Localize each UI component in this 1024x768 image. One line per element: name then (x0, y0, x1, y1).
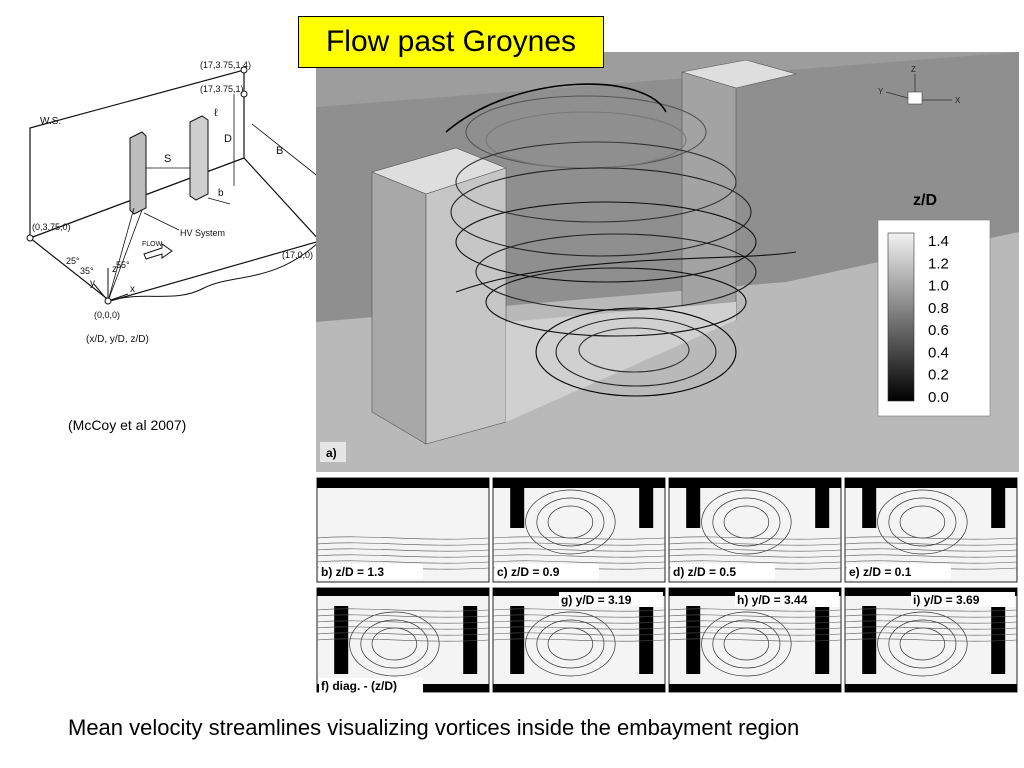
citation: (McCoy et al 2007) (68, 417, 187, 433)
slice-panel-label: e) z/D = 0.1 (849, 565, 912, 579)
slice-panel-h: h) y/D = 3.44 (668, 587, 842, 693)
streamlines (445, 83, 797, 397)
groyne-1-side (371, 171, 427, 445)
slice-panel-label: i) y/D = 3.69 (913, 593, 980, 607)
legend-tick-label: 1.4 (928, 233, 949, 250)
dim-D: D (224, 133, 232, 145)
legend-tick-label: 0.6 (928, 322, 949, 339)
dim-B: B (276, 145, 283, 157)
slice-panel-f: f) diag. - (z/D) (316, 587, 490, 693)
axis-triad: Z X Y (878, 65, 961, 105)
slice-panel-label: d) z/D = 0.5 (673, 565, 736, 579)
main-streamline-panel: Z X Y z/D 1.4 1.2 1.0 0.8 0.6 0.4 0.2 0.0 a) (316, 52, 1019, 472)
slice-panel-g: g) y/D = 3.19 (492, 587, 666, 693)
slice-panel-b: b) z/D = 1.3 (316, 477, 490, 583)
dim-l: ℓ (214, 107, 218, 119)
slice-panel-label: f) diag. - (z/D) (321, 679, 397, 693)
axis-y: Y (878, 87, 884, 96)
slice-panel-label: h) y/D = 3.44 (737, 593, 808, 607)
nondim-label: (x/D, y/D, z/D) (86, 334, 149, 345)
axis-x: X (955, 96, 961, 105)
slice-panels: b) z/D = 1.3 c) z/D = 0.9 d) z/D = 0.5 e) z… (316, 477, 1019, 693)
slide-caption: Mean velocity streamlines visualizing vo… (68, 715, 800, 740)
slice-panel-i: i) y/D = 3.69 (844, 587, 1018, 693)
water-surface-label: W.S. (40, 116, 61, 127)
slice-panel-label: c) z/D = 0.9 (497, 565, 560, 579)
axis-x-label: x (130, 284, 135, 295)
legend-tick-label: 1.0 (928, 278, 949, 295)
flow-arrow-icon (143, 243, 173, 260)
slice-panel-c: c) z/D = 0.9 (492, 477, 666, 583)
corner-label-top2: (17,3.75,1) (200, 84, 244, 94)
legend-tick-label: 0.0 (928, 389, 949, 406)
groyne-2 (189, 115, 209, 201)
origin-label: (0,0,0) (94, 310, 120, 320)
slice-panel-d: d) z/D = 0.5 (668, 477, 842, 583)
legend-tick-label: 0.8 (928, 300, 949, 317)
slide-title: Flow past Groynes (298, 16, 604, 68)
slice-panel-label: g) y/D = 3.19 (561, 593, 632, 607)
dim-b: b (218, 188, 224, 199)
angle-55: 55° (116, 260, 130, 270)
slice-panel-e: e) z/D = 0.1 (844, 477, 1018, 583)
color-legend: z/D 1.4 1.2 1.0 0.8 0.6 0.4 0.2 0.0 (877, 192, 991, 417)
groyne-schematic: (17,3.75,1.4) (17,3.75,1) (0,3.75,0) (17… (24, 58, 334, 350)
groyne-1 (129, 131, 147, 215)
corner-label-top1: (17,3.75,1.4) (200, 60, 251, 70)
legend-tick-label: 0.4 (928, 344, 949, 361)
legend-tick-label: 1.2 (928, 255, 949, 272)
slice-panel-label: b) z/D = 1.3 (321, 565, 384, 579)
flow-label: FLOW (142, 241, 163, 248)
legend-tick-label: 0.2 (928, 367, 949, 384)
legend-colorbar (887, 232, 915, 402)
axis-y-label: y (90, 278, 95, 289)
bed-profile (109, 240, 321, 302)
angle-35: 35° (80, 266, 94, 276)
hv-system-label: HV System (180, 228, 225, 238)
angle-25: 25° (66, 256, 80, 266)
legend-title: z/D (913, 192, 937, 209)
axis-z-label: z (112, 264, 117, 275)
axis-z: Z (911, 65, 916, 74)
dim-S: S (164, 153, 171, 165)
corner-label-right: (17,0,0) (282, 250, 313, 260)
corner-label-left: (0,3.75,0) (32, 222, 71, 232)
panel-label-a: a) (326, 446, 337, 460)
